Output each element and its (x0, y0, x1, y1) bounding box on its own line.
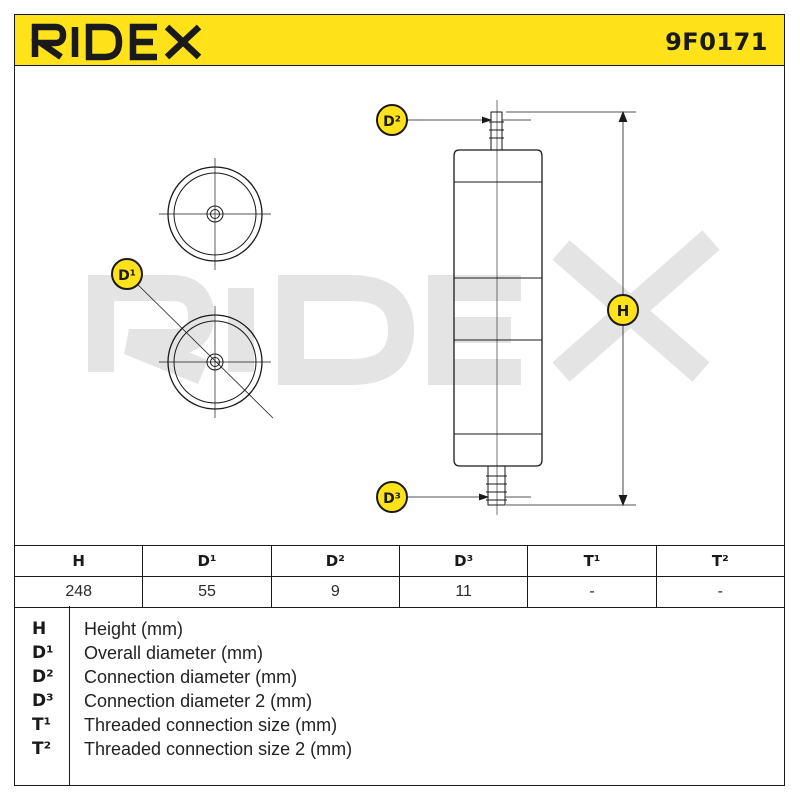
legend-key: D² (32, 667, 54, 687)
svg-text:D³: D³ (383, 491, 401, 507)
legend-item: D¹ Overall diameter (mm) (15, 643, 784, 667)
legend-desc: Connection diameter (mm) (84, 667, 298, 687)
legend-divider (69, 606, 70, 785)
svg-text:H: H (617, 302, 630, 320)
value-d2: 9 (270, 576, 400, 608)
value-t2: - (655, 576, 786, 608)
legend: H Height (mm) D¹ Overall diameter (mm) D… (14, 606, 785, 786)
legend-key: D³ (32, 691, 54, 711)
value-t1: - (527, 576, 657, 608)
legend-item: H Height (mm) (15, 619, 784, 643)
svg-text:D²: D² (383, 114, 401, 130)
header-bar: 9F0171 (14, 14, 785, 66)
header-d1: D¹ (142, 545, 272, 577)
legend-item: D³ Connection diameter 2 (mm) (15, 691, 784, 715)
brand-logo (29, 21, 209, 66)
value-d1: 55 (142, 576, 272, 608)
value-h: 248 (13, 576, 144, 608)
callout-d3: D³ (376, 481, 408, 513)
header-h: H (13, 545, 144, 577)
legend-key: T² (32, 739, 52, 759)
connection-leaders (407, 116, 531, 501)
legend-desc: Threaded connection size 2 (mm) (84, 739, 353, 759)
ridex-watermark (88, 230, 720, 385)
legend-item: T² Threaded connection size 2 (mm) (15, 739, 784, 763)
value-d3: 11 (398, 576, 529, 608)
svg-text:D¹: D¹ (118, 268, 136, 284)
table-value-row: 248 55 9 11 - - (13, 576, 786, 608)
legend-desc: Overall diameter (mm) (84, 643, 264, 663)
legend-key: T¹ (32, 715, 52, 735)
callout-h: H (607, 294, 639, 326)
dimensions-table: H D¹ D² D³ T¹ T² 248 55 9 11 - - (13, 545, 786, 608)
filter-body (453, 100, 543, 515)
legend-key: D¹ (32, 643, 54, 663)
legend-key: H (32, 619, 47, 639)
technical-drawing: D¹ D² D³ H (14, 66, 785, 545)
header-d2: D² (270, 545, 400, 577)
legend-desc: Threaded connection size (mm) (84, 715, 338, 735)
header-t1: T¹ (527, 545, 657, 577)
table-header-row: H D¹ D² D³ T¹ T² (13, 545, 786, 577)
header-d3: D³ (398, 545, 529, 577)
callout-d1: D¹ (111, 258, 143, 290)
end-view-top (159, 158, 271, 270)
callout-d2: D² (376, 104, 408, 136)
header-t2: T² (655, 545, 786, 577)
part-number: 9F0171 (665, 28, 768, 56)
legend-desc: Height (mm) (84, 619, 184, 639)
legend-item: T¹ Threaded connection size (mm) (15, 715, 784, 739)
legend-desc: Connection diameter 2 (mm) (84, 691, 313, 711)
legend-item: D² Connection diameter (mm) (15, 667, 784, 691)
end-view-bottom (126, 273, 274, 419)
